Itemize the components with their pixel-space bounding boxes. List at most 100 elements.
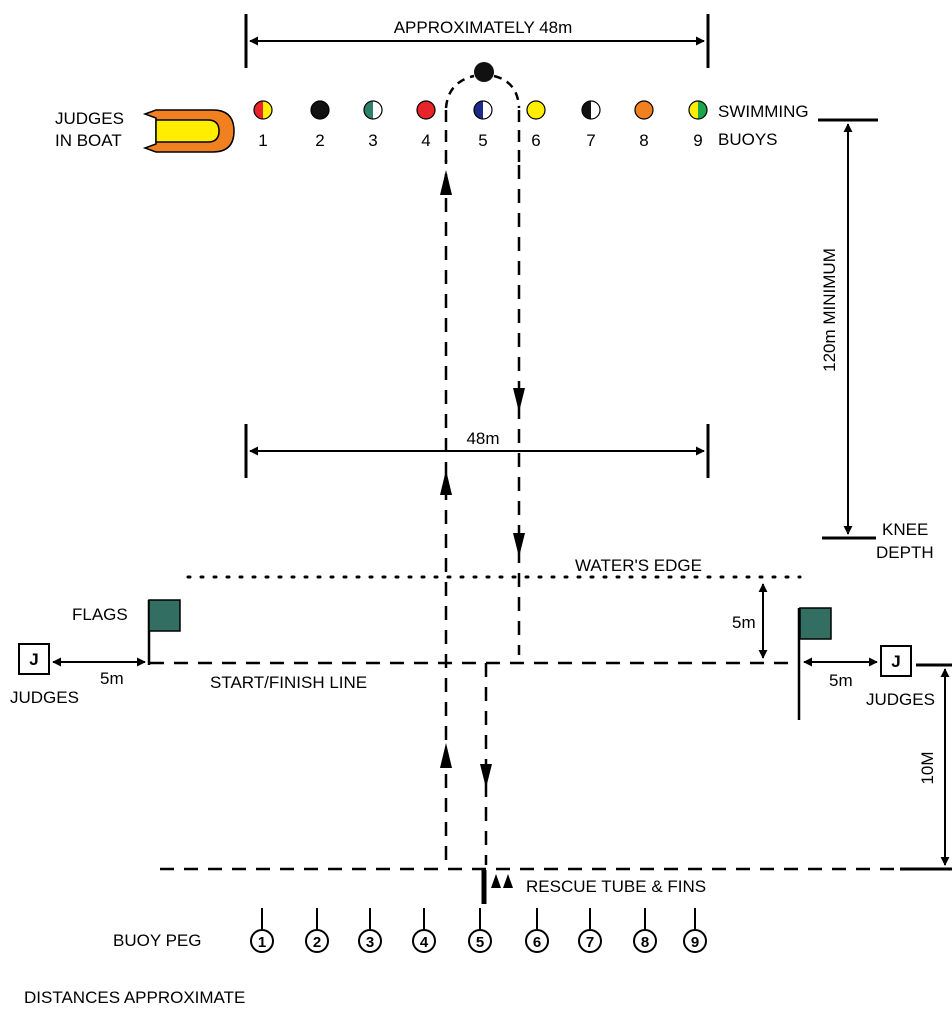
peg-circle-icon xyxy=(683,929,707,953)
turn-buoy-icon xyxy=(474,62,494,82)
peg-number: 2 xyxy=(313,934,321,951)
down-arrow-icon xyxy=(513,533,525,557)
buoy-icon xyxy=(634,100,654,120)
down-arrow-icon xyxy=(480,764,492,788)
knee-depth-label-1: KNEE xyxy=(882,520,928,539)
judge-box-letter: J xyxy=(891,652,900,671)
down-arrow-icon xyxy=(513,388,525,412)
judge-box-icon xyxy=(880,645,912,677)
up-arrow-icon xyxy=(440,470,452,495)
buoy-number: 8 xyxy=(639,131,648,150)
buoy-number: 2 xyxy=(315,131,324,150)
swimming-buoys-row: 1 2 3 4 5 6 7 8 9 xyxy=(253,100,708,150)
buoy-6: 6 xyxy=(526,100,546,150)
buoy-peg-7: 7 xyxy=(578,908,602,953)
peg-number: 9 xyxy=(691,934,699,951)
buoy-number: 4 xyxy=(421,131,430,150)
peg-number: 6 xyxy=(533,934,541,951)
buoy-left-half xyxy=(254,101,263,119)
peg-circle-icon xyxy=(358,929,382,953)
judges-in-boat-label-1: JUDGES xyxy=(55,109,124,128)
buoy-2: 2 xyxy=(310,100,330,150)
peg-number: 4 xyxy=(420,934,429,951)
ten-m-label: 10M xyxy=(918,751,937,784)
buoy-9: 9 xyxy=(688,100,708,150)
footer-note: DISTANCES APPROXIMATE xyxy=(24,988,245,1007)
rescue-tube-group: RESCUE TUBE & FINS xyxy=(481,870,706,904)
buoy-4: 4 xyxy=(416,100,436,150)
buoy-icon xyxy=(253,100,273,120)
start-finish-label: START/FINISH LINE xyxy=(210,673,367,692)
left-judges: J 5m JUDGES xyxy=(10,643,146,707)
judges-in-boat-label-2: IN BOAT xyxy=(55,131,122,150)
judge-box-letter: J xyxy=(29,650,38,669)
peg-number: 3 xyxy=(366,934,374,951)
left-flag: FLAGS xyxy=(72,599,181,665)
depth-dimension: 120m MINIMUM KNEE DEPTH xyxy=(818,118,934,562)
buoy-peg-2: 2 xyxy=(305,908,329,953)
swim-path xyxy=(440,62,525,865)
fins-icon xyxy=(503,874,513,888)
swimming-buoys-label-2: BUOYS xyxy=(718,130,778,149)
buoy-peg-8: 8 xyxy=(633,908,657,953)
waters-edge-label: WATER'S EDGE xyxy=(575,556,702,575)
vertical-distance-label: 120m MINIMUM xyxy=(820,248,839,372)
buoy-icon xyxy=(473,100,493,120)
top-dimension: APPROXIMATELY 48m xyxy=(244,14,710,68)
top-distance-label: APPROXIMATELY 48m xyxy=(394,18,573,37)
peg-circle-icon xyxy=(633,929,657,953)
buoy-7: 7 xyxy=(581,100,601,150)
buoy-left-half xyxy=(582,101,591,119)
buoy-peg-label: BUOY PEG xyxy=(113,931,202,950)
peg-circle-icon xyxy=(525,929,549,953)
peg-number: 8 xyxy=(641,934,649,951)
up-arrow-icon xyxy=(440,743,452,768)
up-arrow-icon xyxy=(440,170,452,195)
buoy-icon xyxy=(581,100,601,120)
buoy-number: 1 xyxy=(258,131,267,150)
flag-icon xyxy=(799,607,832,640)
buoy-number: 5 xyxy=(478,131,487,150)
buoy-peg-row: 1 2 3 4 5 6 7 8 9 xyxy=(250,908,707,953)
buoy-icon xyxy=(310,100,330,120)
right-judges: J 5m JUDGES xyxy=(803,645,935,709)
buoy-left-half xyxy=(364,101,373,119)
buoy-1: 1 xyxy=(253,100,273,150)
buoy-right-half xyxy=(373,101,382,119)
rescue-tube-label: RESCUE TUBE & FINS xyxy=(526,877,706,896)
right-judge-gap-label: 5m xyxy=(829,671,853,690)
buoy-left-half xyxy=(689,101,698,119)
buoy-peg-1: 1 xyxy=(250,908,274,953)
buoy-number: 7 xyxy=(586,131,595,150)
mid-distance-label: 48m xyxy=(466,429,499,448)
buoy-peg-3: 3 xyxy=(358,908,382,953)
left-judge-gap-label: 5m xyxy=(100,669,124,688)
water-gap-dimension: 5m xyxy=(732,583,768,659)
left-judges-label: JUDGES xyxy=(10,688,79,707)
judge-box-icon xyxy=(18,643,50,675)
buoy-right-half xyxy=(591,101,600,119)
knee-depth-label-2: DEPTH xyxy=(876,543,934,562)
peg-circle-icon xyxy=(412,929,436,953)
flag-icon xyxy=(148,599,181,632)
mid-dimension: 48m xyxy=(244,424,710,478)
buoy-3: 3 xyxy=(363,100,383,150)
swimming-buoys-label-1: SWIMMING xyxy=(718,102,809,121)
peg-circle-icon xyxy=(578,929,602,953)
ten-m-dimension: 10M xyxy=(900,663,952,871)
fins-icon xyxy=(491,874,501,888)
judges-boat: JUDGES IN BOAT xyxy=(55,109,235,153)
flag-gap-label: 5m xyxy=(732,613,756,632)
buoy-peg-9: 9 xyxy=(683,908,707,953)
buoy-number: 3 xyxy=(368,131,377,150)
right-flag xyxy=(797,607,832,720)
buoy-peg-4: 4 xyxy=(412,908,436,953)
buoy-peg-5: 5 xyxy=(468,908,492,953)
buoy-icon xyxy=(416,100,436,120)
buoy-number: 6 xyxy=(531,131,540,150)
buoy-right-half xyxy=(263,101,272,119)
buoy-peg-6: 6 xyxy=(525,908,549,953)
peg-circle-icon xyxy=(250,929,274,953)
buoy-5: 5 xyxy=(473,100,493,150)
